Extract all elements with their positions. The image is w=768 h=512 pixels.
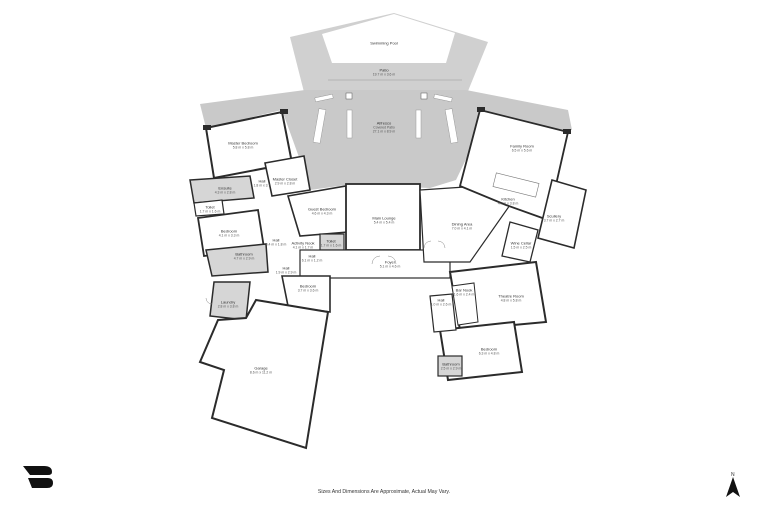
disclaimer-text: Sizes And Dimensions Are Approximate, Ac… xyxy=(317,489,451,495)
north-label: N xyxy=(731,472,735,478)
ensuite-room xyxy=(189,175,255,204)
bathroom-1-room xyxy=(205,243,269,277)
north-arrow-icon xyxy=(726,477,740,497)
hall-5-room xyxy=(429,293,457,333)
master-closet-room xyxy=(264,155,311,197)
bar-nook-room xyxy=(451,282,479,326)
brand-logo-icon xyxy=(23,466,53,488)
bathroom-2-room xyxy=(437,355,463,377)
garage-room xyxy=(198,298,330,450)
bedroom-2-room xyxy=(281,275,331,313)
family-room-room xyxy=(458,108,570,222)
swimming-pool-area xyxy=(322,14,455,63)
room-label-swimming-pool: Swimming Pool xyxy=(370,40,398,46)
kitchen-island xyxy=(492,172,540,198)
scullery-room xyxy=(537,178,587,249)
